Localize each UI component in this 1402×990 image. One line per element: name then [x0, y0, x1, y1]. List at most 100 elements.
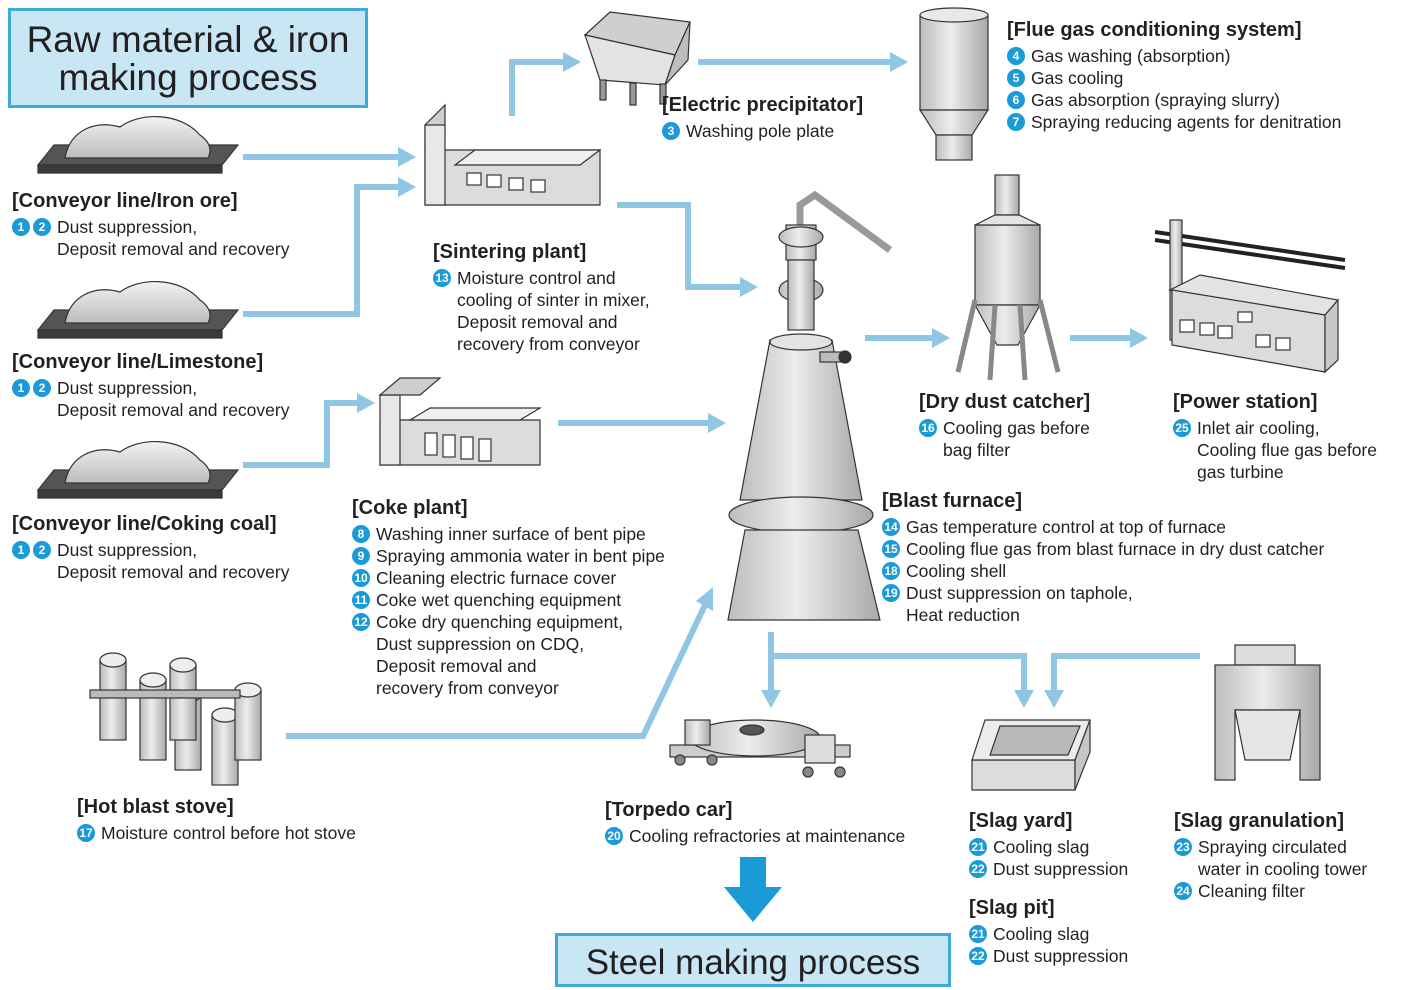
annotation-text: Washing pole plate: [686, 120, 834, 142]
number-badge-icon: 7: [1007, 113, 1025, 131]
annotation-line: Spraying ammonia water in bent pipe: [376, 546, 665, 566]
badge-group: 9: [352, 547, 370, 565]
electric-precipitator-icon: [583, 11, 691, 106]
number-badge-icon: 4: [1007, 47, 1025, 65]
arrow-sintering-to-precipitator: [509, 59, 563, 116]
annotation-text: Cooling refractories at maintenance: [629, 825, 905, 847]
annotation-item: 19 Dust suppression on taphole,Heat reduc…: [882, 582, 1324, 626]
number-badge-icon: 15: [882, 540, 900, 558]
number-badge-icon: 16: [919, 419, 937, 437]
power-station-icon: [1154, 219, 1346, 374]
badge-group: 25: [1173, 419, 1191, 437]
annotation-text: Dust suppression: [993, 858, 1128, 880]
torpedo-car-icon: [669, 719, 851, 778]
annotation-line: Cleaning electric furnace cover: [376, 568, 617, 588]
coking-coal-pile-icon: [36, 441, 240, 499]
annotation-item: 12 Coke dry quenching equipment,Dust supp…: [352, 611, 665, 699]
number-badge-icon: 22: [969, 860, 987, 878]
annotation-text: Coke dry quenching equipment,Dust suppre…: [376, 611, 623, 699]
annotation-line: Dust suppression,: [57, 217, 198, 237]
number-badge-icon: 2: [33, 379, 51, 397]
annotation-line: recovery from conveyor: [457, 334, 640, 354]
main-process-title: Raw material & iron making process: [8, 8, 368, 108]
annotation-line: Cooling shell: [906, 561, 1007, 581]
badge-group: 3: [662, 122, 680, 140]
annotation-line: Gas cooling: [1031, 68, 1124, 88]
number-badge-icon: 22: [969, 947, 987, 965]
badge-group: 15: [882, 540, 900, 558]
badge-group: 24: [1174, 882, 1192, 900]
annotation-line: Gas absorption (spraying slurry): [1031, 90, 1280, 110]
annotation-line: gas turbine: [1197, 462, 1284, 482]
annotation-item: 15 Cooling flue gas from blast furnace in…: [882, 538, 1324, 560]
badge-group: 22: [969, 947, 987, 965]
badge-group: 14: [882, 518, 900, 536]
annotation-line: Coke wet quenching equipment: [376, 590, 622, 610]
arrow-heads: [357, 52, 1148, 708]
annotation-line: Dust suppression: [993, 859, 1129, 879]
section-heading: [Sintering plant]: [433, 241, 587, 263]
annotation-text: Cooling flue gas from blast furnace in d…: [906, 538, 1324, 560]
section-heading: [Conveyor line/Coking coal]: [12, 513, 277, 535]
number-badge-icon: 6: [1007, 91, 1025, 109]
dry-dust-catcher-icon: [955, 174, 1061, 381]
annotation-item: 6 Gas absorption (spraying slurry): [1007, 89, 1341, 111]
number-badge-icon: 12: [352, 613, 370, 631]
badge-group: 19: [882, 584, 900, 602]
section-heading: [Conveyor line/Limestone]: [12, 351, 264, 373]
number-badge-icon: 23: [1174, 838, 1192, 856]
number-badge-icon: 14: [882, 518, 900, 536]
slag-granulation-icon: [1214, 644, 1321, 781]
annotation-line: Washing inner surface of bent pipe: [376, 524, 646, 544]
annotation-line: Cooling flue gas before: [1197, 440, 1377, 460]
main-title-text: Raw material & iron making process: [26, 19, 350, 98]
annotation-item: 11 Coke wet quenching equipment: [352, 589, 665, 611]
annotation-text: Coke wet quenching equipment: [376, 589, 621, 611]
annotation-line: Inlet air cooling,: [1197, 418, 1320, 438]
badge-group: 11: [352, 591, 370, 609]
number-badge-icon: 10: [352, 569, 370, 587]
annotation-text: Gas temperature control at top of furnac…: [906, 516, 1226, 538]
badge-group: 17: [77, 824, 95, 842]
annotation-item: 10 Cleaning electric furnace cover: [352, 567, 665, 589]
arrow-hotblast-to-furnace: [286, 603, 708, 739]
number-badge-icon: 20: [605, 827, 623, 845]
annotation-line: Dust suppression on taphole,: [906, 583, 1133, 603]
limestone-pile-icon: [36, 281, 240, 339]
number-badge-icon: 11: [352, 591, 370, 609]
annotation-text: Gas washing (absorption): [1031, 45, 1230, 67]
annotation-item: 3 Washing pole plate: [662, 120, 863, 142]
annotation-line: Spraying reducing agents for denitration: [1031, 112, 1342, 132]
annotation-line: Deposit removal and recovery: [57, 562, 290, 582]
annotation-line: Cooling refractories at maintenance: [629, 826, 906, 846]
number-badge-icon: 1: [12, 541, 30, 559]
number-badge-icon: 25: [1173, 419, 1191, 437]
section-heading: [Flue gas conditioning system]: [1007, 19, 1302, 41]
annotation-text: Spraying ammonia water in bent pipe: [376, 545, 665, 567]
annotation-item: 22 Dust suppression: [969, 858, 1128, 880]
badge-group: 4: [1007, 47, 1025, 65]
number-badge-icon: 24: [1174, 882, 1192, 900]
section-heading: [Coke plant]: [352, 497, 468, 519]
annotation-line: Heat reduction: [906, 605, 1020, 625]
badge-group: 21: [969, 838, 987, 856]
number-badge-icon: 19: [882, 584, 900, 602]
annotation-text: Moisture control before hot stove: [101, 822, 356, 844]
coke-plant-icon: [378, 377, 543, 466]
annotation-line: Deposit removal and: [457, 312, 618, 332]
annotation-text: Cooling slag: [993, 923, 1089, 945]
